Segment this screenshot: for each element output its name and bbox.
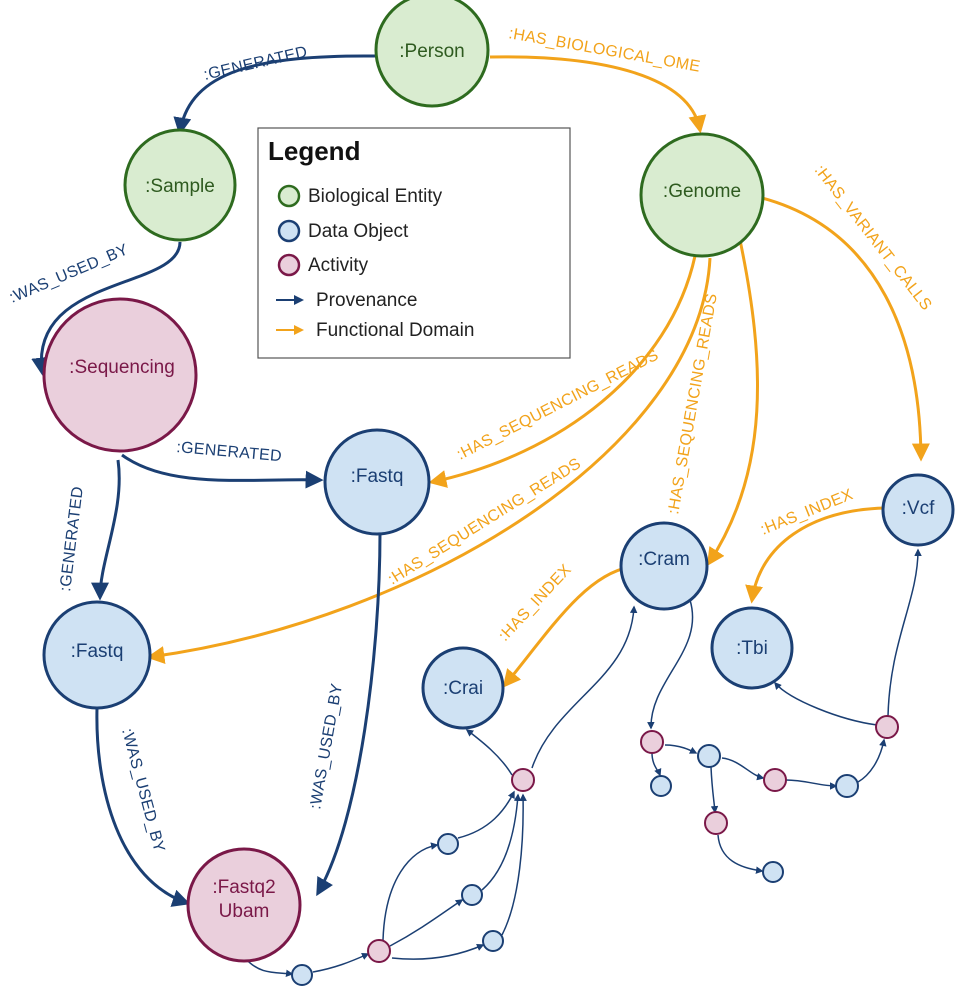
edge-a1-p3 [389, 899, 464, 947]
legend-activity-swatch [277, 253, 301, 277]
label-person-sample: :GENERATED [202, 44, 309, 84]
node-person: :Person [374, 0, 490, 108]
small-data-node [697, 744, 721, 768]
edge-a6-tbi [774, 681, 878, 726]
edge-a1-p2 [382, 842, 439, 941]
edge-fastq-b-ubam [95, 707, 191, 907]
edge-p3-a2 [481, 793, 522, 891]
small-activity-node [511, 768, 535, 792]
label-genome-fastq-a: :HAS_SEQUENCING_READS [454, 347, 661, 464]
node-crai-label: :Crai [443, 678, 483, 699]
edge-seq-fastq-b [91, 459, 121, 601]
provenance-edges [31, 54, 382, 907]
small-activity-node [367, 939, 391, 963]
edge-a6-vcf [887, 548, 922, 717]
node-vcf-label: :Vcf [902, 498, 935, 519]
node-fastq2ubam-label-1: :Fastq2 [212, 877, 275, 898]
small-data-node [291, 964, 313, 986]
legend-data-swatch [277, 219, 301, 243]
edge-a4-p7 [717, 834, 764, 874]
edge-genome-fastq-a [428, 255, 697, 488]
pipeline-nodes [291, 715, 899, 986]
edge-p2-a2 [457, 790, 515, 839]
edge-p5-a4 [710, 766, 719, 814]
small-data-node [482, 930, 504, 952]
functional-edges [146, 55, 930, 688]
node-sequencing: :Sequencing [42, 297, 198, 453]
node-cram-label: :Cram [638, 549, 690, 570]
edge-genome-cram [707, 239, 760, 567]
node-genome: :Genome [639, 132, 765, 258]
small-data-node [762, 861, 784, 883]
small-activity-node [763, 768, 787, 792]
node-tbi-label: :Tbi [736, 638, 768, 659]
node-sequencing-label: :Sequencing [69, 357, 175, 378]
edge-fastq-a-ubam [316, 532, 382, 897]
node-fastq-a-label: :Fastq [351, 466, 404, 487]
small-activity-node [875, 715, 899, 739]
label-genome-cram: :HAS_SEQUENCING_READS [665, 292, 721, 516]
nodes: :Person :Sample :Genome :Sequencing :Fas… [42, 0, 955, 963]
node-sample-label: :Sample [145, 176, 215, 197]
edge-a1-p4 [391, 943, 485, 960]
edge-a2-crai [465, 729, 513, 776]
legend-data-label: Data Object [308, 221, 409, 242]
edge-a3-p6 [651, 752, 662, 777]
edge-seq-fastq-a [121, 453, 324, 489]
small-activity-node [640, 730, 664, 754]
node-sample: :Sample [123, 128, 237, 242]
edge-genome-vcf [761, 196, 930, 462]
node-fastq2ubam-label-2: Ubam [219, 901, 270, 922]
legend-box [257, 127, 571, 359]
edge-a2-cram [531, 605, 638, 769]
edge-person-genome [489, 55, 707, 134]
node-fastq2ubam: :Fastq2 Ubam [186, 847, 302, 963]
node-fastq-b: :Fastq [42, 600, 152, 710]
node-tbi: :Tbi [710, 606, 794, 690]
edge-genome-fastq-b [146, 257, 712, 664]
edge-person-sample [173, 54, 376, 136]
edge-vcf-tbi [745, 506, 886, 604]
edge-cram-a3 [647, 599, 694, 730]
label-fastq-a-ubam: :WAS_USED_BY [307, 682, 346, 811]
small-data-node [437, 833, 459, 855]
label-cram-crai: :HAS_INDEX [495, 561, 574, 644]
small-data-node [835, 774, 859, 798]
edge-a5-p8 [785, 779, 838, 790]
node-cram: :Cram [619, 521, 709, 611]
label-genome-vcf: :HAS_VARIANT_CALLS [811, 162, 935, 314]
edge-cram-crai [502, 565, 631, 688]
node-vcf: :Vcf [881, 473, 955, 547]
edge-p1-a1 [312, 953, 370, 973]
edge-p5-a5 [721, 757, 765, 781]
edge-a3-p5 [664, 744, 698, 754]
legend-functional-label: Functional Domain [316, 320, 474, 341]
label-seq-fastq-a: :GENERATED [176, 439, 283, 465]
node-fastq-a: :Fastq [323, 428, 431, 536]
legend-bio-swatch [277, 184, 301, 208]
legend-bio-label: Biological Entity [308, 186, 443, 207]
legend: Legend Biological Entity Data Object Act… [257, 127, 571, 359]
legend-title: Legend [268, 136, 360, 166]
node-person-label: :Person [399, 41, 464, 62]
legend-activity-label: Activity [308, 255, 369, 276]
label-sample-sequencing: :WAS_USED_BY [7, 241, 131, 306]
node-crai: :Crai [421, 646, 505, 730]
legend-provenance-label: Provenance [316, 290, 417, 311]
label-seq-fastq-b: :GENERATED [57, 485, 87, 592]
small-data-node [461, 884, 483, 906]
edge-p8-a6 [857, 738, 887, 783]
edge-p4-a2 [501, 793, 527, 936]
small-data-node [650, 775, 672, 797]
label-fastq-b-ubam: :WAS_USED_BY [118, 727, 167, 855]
label-person-genome: :HAS_BIOLOGICAL_OME [507, 25, 701, 75]
small-activity-node [704, 811, 728, 835]
node-genome-label: :Genome [663, 181, 741, 202]
node-fastq-b-label: :Fastq [71, 641, 124, 662]
edge-sample-sequencing [31, 241, 182, 376]
pipeline-edges [244, 548, 922, 978]
